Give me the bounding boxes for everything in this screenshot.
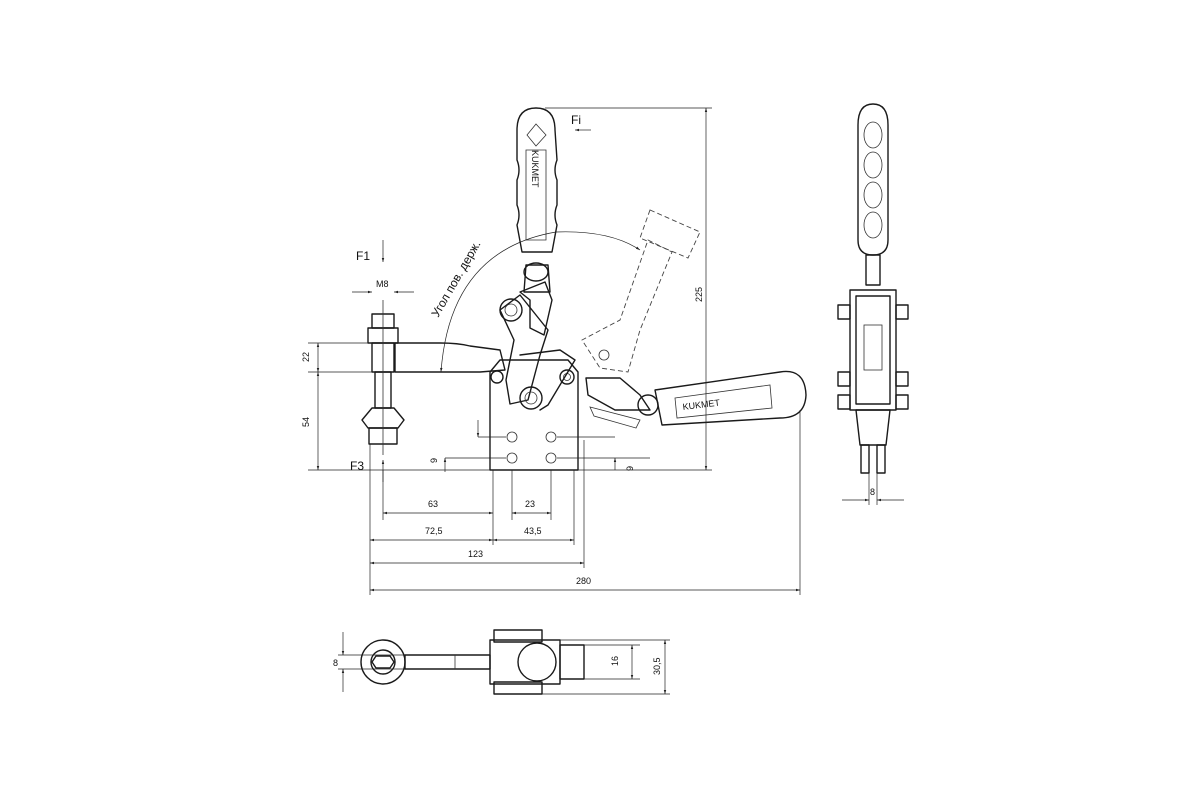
dim-8-top: 8 bbox=[333, 658, 338, 668]
force-f3-label: F3 bbox=[350, 459, 364, 473]
dim-8-side: 8 bbox=[870, 487, 875, 497]
angle-arc bbox=[440, 231, 641, 373]
dim-22: 22 bbox=[301, 352, 311, 362]
mount-hole bbox=[545, 431, 557, 443]
spindle bbox=[361, 300, 405, 455]
top-pivot bbox=[517, 642, 557, 682]
mount-hole bbox=[506, 452, 518, 464]
mount-hole bbox=[506, 431, 518, 443]
dim-16: 16 bbox=[610, 656, 620, 666]
dim-225: 225 bbox=[694, 287, 704, 302]
top-spindle bbox=[360, 639, 406, 685]
dim-280: 280 bbox=[576, 576, 591, 586]
brand-label-vertical: KUKMET bbox=[530, 150, 540, 188]
dim-9-right: 9 bbox=[625, 466, 635, 471]
vertical-handle-grip: KUKMET bbox=[516, 107, 558, 253]
force-fi-label: Fi bbox=[571, 113, 581, 127]
angle-label: Угол пов. держ. bbox=[428, 238, 483, 319]
clamp-arm bbox=[394, 342, 506, 373]
mount-hole bbox=[545, 452, 557, 464]
thread-label: M8 bbox=[376, 279, 389, 289]
dim-54: 54 bbox=[301, 417, 311, 427]
linkage bbox=[499, 281, 576, 411]
horizontal-handle: KUKMET bbox=[585, 370, 807, 429]
force-f1-label: F1 bbox=[356, 249, 370, 263]
dim-123: 123 bbox=[468, 549, 483, 559]
dim-9-left: 9 bbox=[429, 458, 439, 463]
front-view: KUKMET KUKMET Угол пов. держ. Fi F1 F3 bbox=[301, 107, 807, 595]
top-view: 16 30,5 8 bbox=[333, 629, 670, 695]
dim-72-5: 72,5 bbox=[425, 526, 443, 536]
side-handle-grip bbox=[857, 103, 889, 256]
dim-43-5: 43,5 bbox=[524, 526, 542, 536]
dim-23: 23 bbox=[525, 499, 535, 509]
brand-label-horizontal: KUKMET bbox=[682, 397, 721, 412]
side-view: 8 bbox=[837, 103, 909, 505]
side-body bbox=[849, 289, 897, 411]
dim-63: 63 bbox=[428, 499, 438, 509]
dim-30-5: 30,5 bbox=[652, 657, 662, 675]
plate-hole bbox=[490, 370, 504, 384]
